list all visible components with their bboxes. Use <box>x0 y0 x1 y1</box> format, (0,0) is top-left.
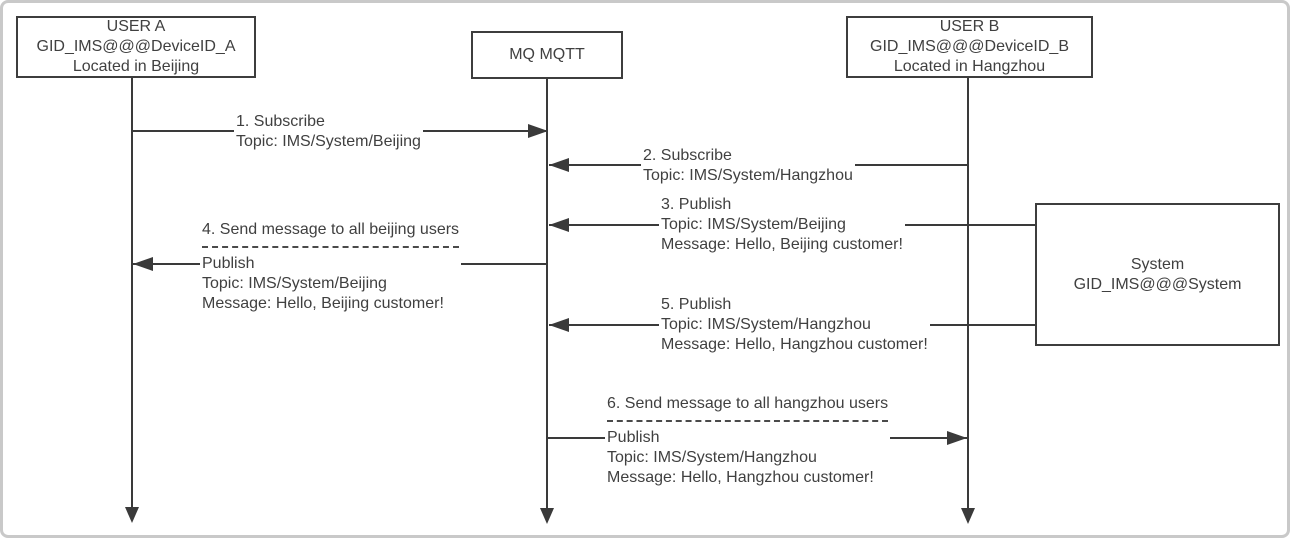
message-topic: Topic: IMS/System/Beijing <box>661 216 846 233</box>
message-topic: Topic: IMS/System/Hangzhou <box>661 316 871 333</box>
message-arrowhead-3 <box>549 218 569 232</box>
actor-location: Located in Hangzhou <box>893 58 1046 75</box>
actor-name: MQ MQTT <box>509 46 585 63</box>
message-topic: Topic: IMS/System/Hangzhou <box>607 449 817 466</box>
message-title: 1. Subscribe <box>236 113 325 130</box>
actor-box-system: System GID_IMS@@@System <box>1035 203 1280 346</box>
lifeline-user-a <box>131 78 133 508</box>
message-label-3: 3. Publish Topic: IMS/System/Beijing Mes… <box>659 195 905 255</box>
message-label-5: 5. Publish Topic: IMS/System/Hangzhou Me… <box>659 295 930 355</box>
actor-id: GID_IMS@@@DeviceID_B <box>870 38 1069 55</box>
message-topic: Topic: IMS/System/Beijing <box>236 133 421 150</box>
message-arrowhead-4 <box>133 257 153 271</box>
actor-id: GID_IMS@@@System <box>1073 275 1242 293</box>
message-divider <box>607 414 889 428</box>
lifeline-mq-mqtt <box>546 79 548 509</box>
actor-box-user-a: USER A GID_IMS@@@DeviceID_A Located in B… <box>16 16 256 78</box>
lifeline-user-b <box>967 78 969 509</box>
actor-name: USER B <box>939 18 1000 35</box>
message-title: 5. Publish <box>661 296 732 313</box>
message-arrowhead-6 <box>947 431 967 445</box>
message-label-1: 1. Subscribe Topic: IMS/System/Beijing <box>234 112 423 152</box>
actor-box-user-b: USER B GID_IMS@@@DeviceID_B Located in H… <box>846 16 1093 78</box>
lifeline-end-arrow-mq-mqtt <box>540 508 554 524</box>
message-title: 6. Send message to all hangzhou users <box>607 395 889 412</box>
message-topic: Topic: IMS/System/Hangzhou <box>643 167 853 184</box>
message-topic: Topic: IMS/System/Beijing <box>202 275 387 292</box>
actor-name: System <box>1130 255 1185 273</box>
message-body: Message: Hello, Hangzhou customer! <box>661 336 928 353</box>
message-arrowhead-1 <box>528 124 548 138</box>
lifeline-end-arrow-user-a <box>125 507 139 523</box>
message-label-4: 4. Send message to all beijing users Pub… <box>200 220 462 314</box>
message-action: Publish <box>202 255 255 272</box>
message-label-6: 6. Send message to all hangzhou users Pu… <box>605 394 891 488</box>
message-action: Publish <box>607 429 660 446</box>
message-label-2: 2. Subscribe Topic: IMS/System/Hangzhou <box>641 146 855 186</box>
message-title: 3. Publish <box>661 196 732 213</box>
message-divider <box>202 240 460 254</box>
message-title: 2. Subscribe <box>643 147 732 164</box>
message-title: 4. Send message to all beijing users <box>202 221 460 238</box>
message-body: Message: Hello, Beijing customer! <box>202 295 444 312</box>
message-arrowhead-2 <box>549 158 569 172</box>
message-body: Message: Hello, Hangzhou customer! <box>607 469 874 486</box>
actor-id: GID_IMS@@@DeviceID_A <box>36 38 236 55</box>
message-body: Message: Hello, Beijing customer! <box>661 236 903 253</box>
actor-box-mq-mqtt: MQ MQTT <box>471 31 623 79</box>
lifeline-end-arrow-user-b <box>961 508 975 524</box>
actor-name: USER A <box>106 18 166 35</box>
actor-location: Located in Beijing <box>72 58 200 75</box>
message-arrowhead-5 <box>549 318 569 332</box>
